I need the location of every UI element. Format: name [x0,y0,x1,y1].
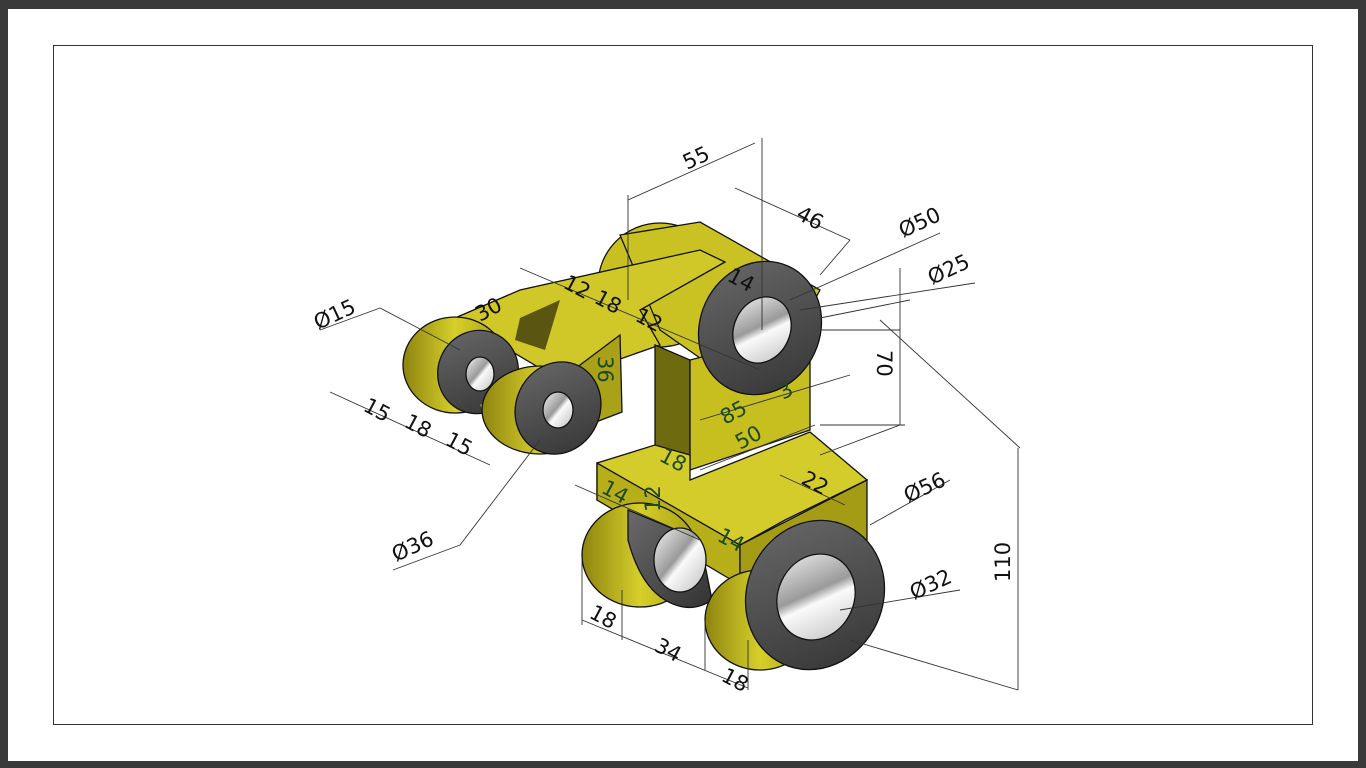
dim-70: 70 [872,350,896,377]
dimension-lines [319,138,1021,691]
dim-15-a: 15 [360,393,395,427]
dim-dia-36: Ø36 [388,526,437,566]
bottom-lugs [581,502,886,671]
dim-55: 55 [679,141,713,174]
dim-dia-50: Ø50 [895,202,944,242]
dim-15-b: 15 [442,427,477,461]
dim-dia-56: Ø56 [900,467,949,507]
dim-34: 34 [651,633,686,667]
dim-46: 46 [793,201,828,235]
dim-18-bottom-a: 18 [586,600,621,634]
dim-dia-25: Ø25 [924,249,973,289]
dim-dia-15: Ø15 [310,294,359,334]
drawing-border [53,45,1313,725]
dim-dia-32: Ø32 [906,564,955,604]
dim-36: 36 [593,356,617,383]
dim-110: 110 [991,542,1015,582]
clevis-arm [402,316,623,455]
dim-12-base: 12 [641,485,665,512]
